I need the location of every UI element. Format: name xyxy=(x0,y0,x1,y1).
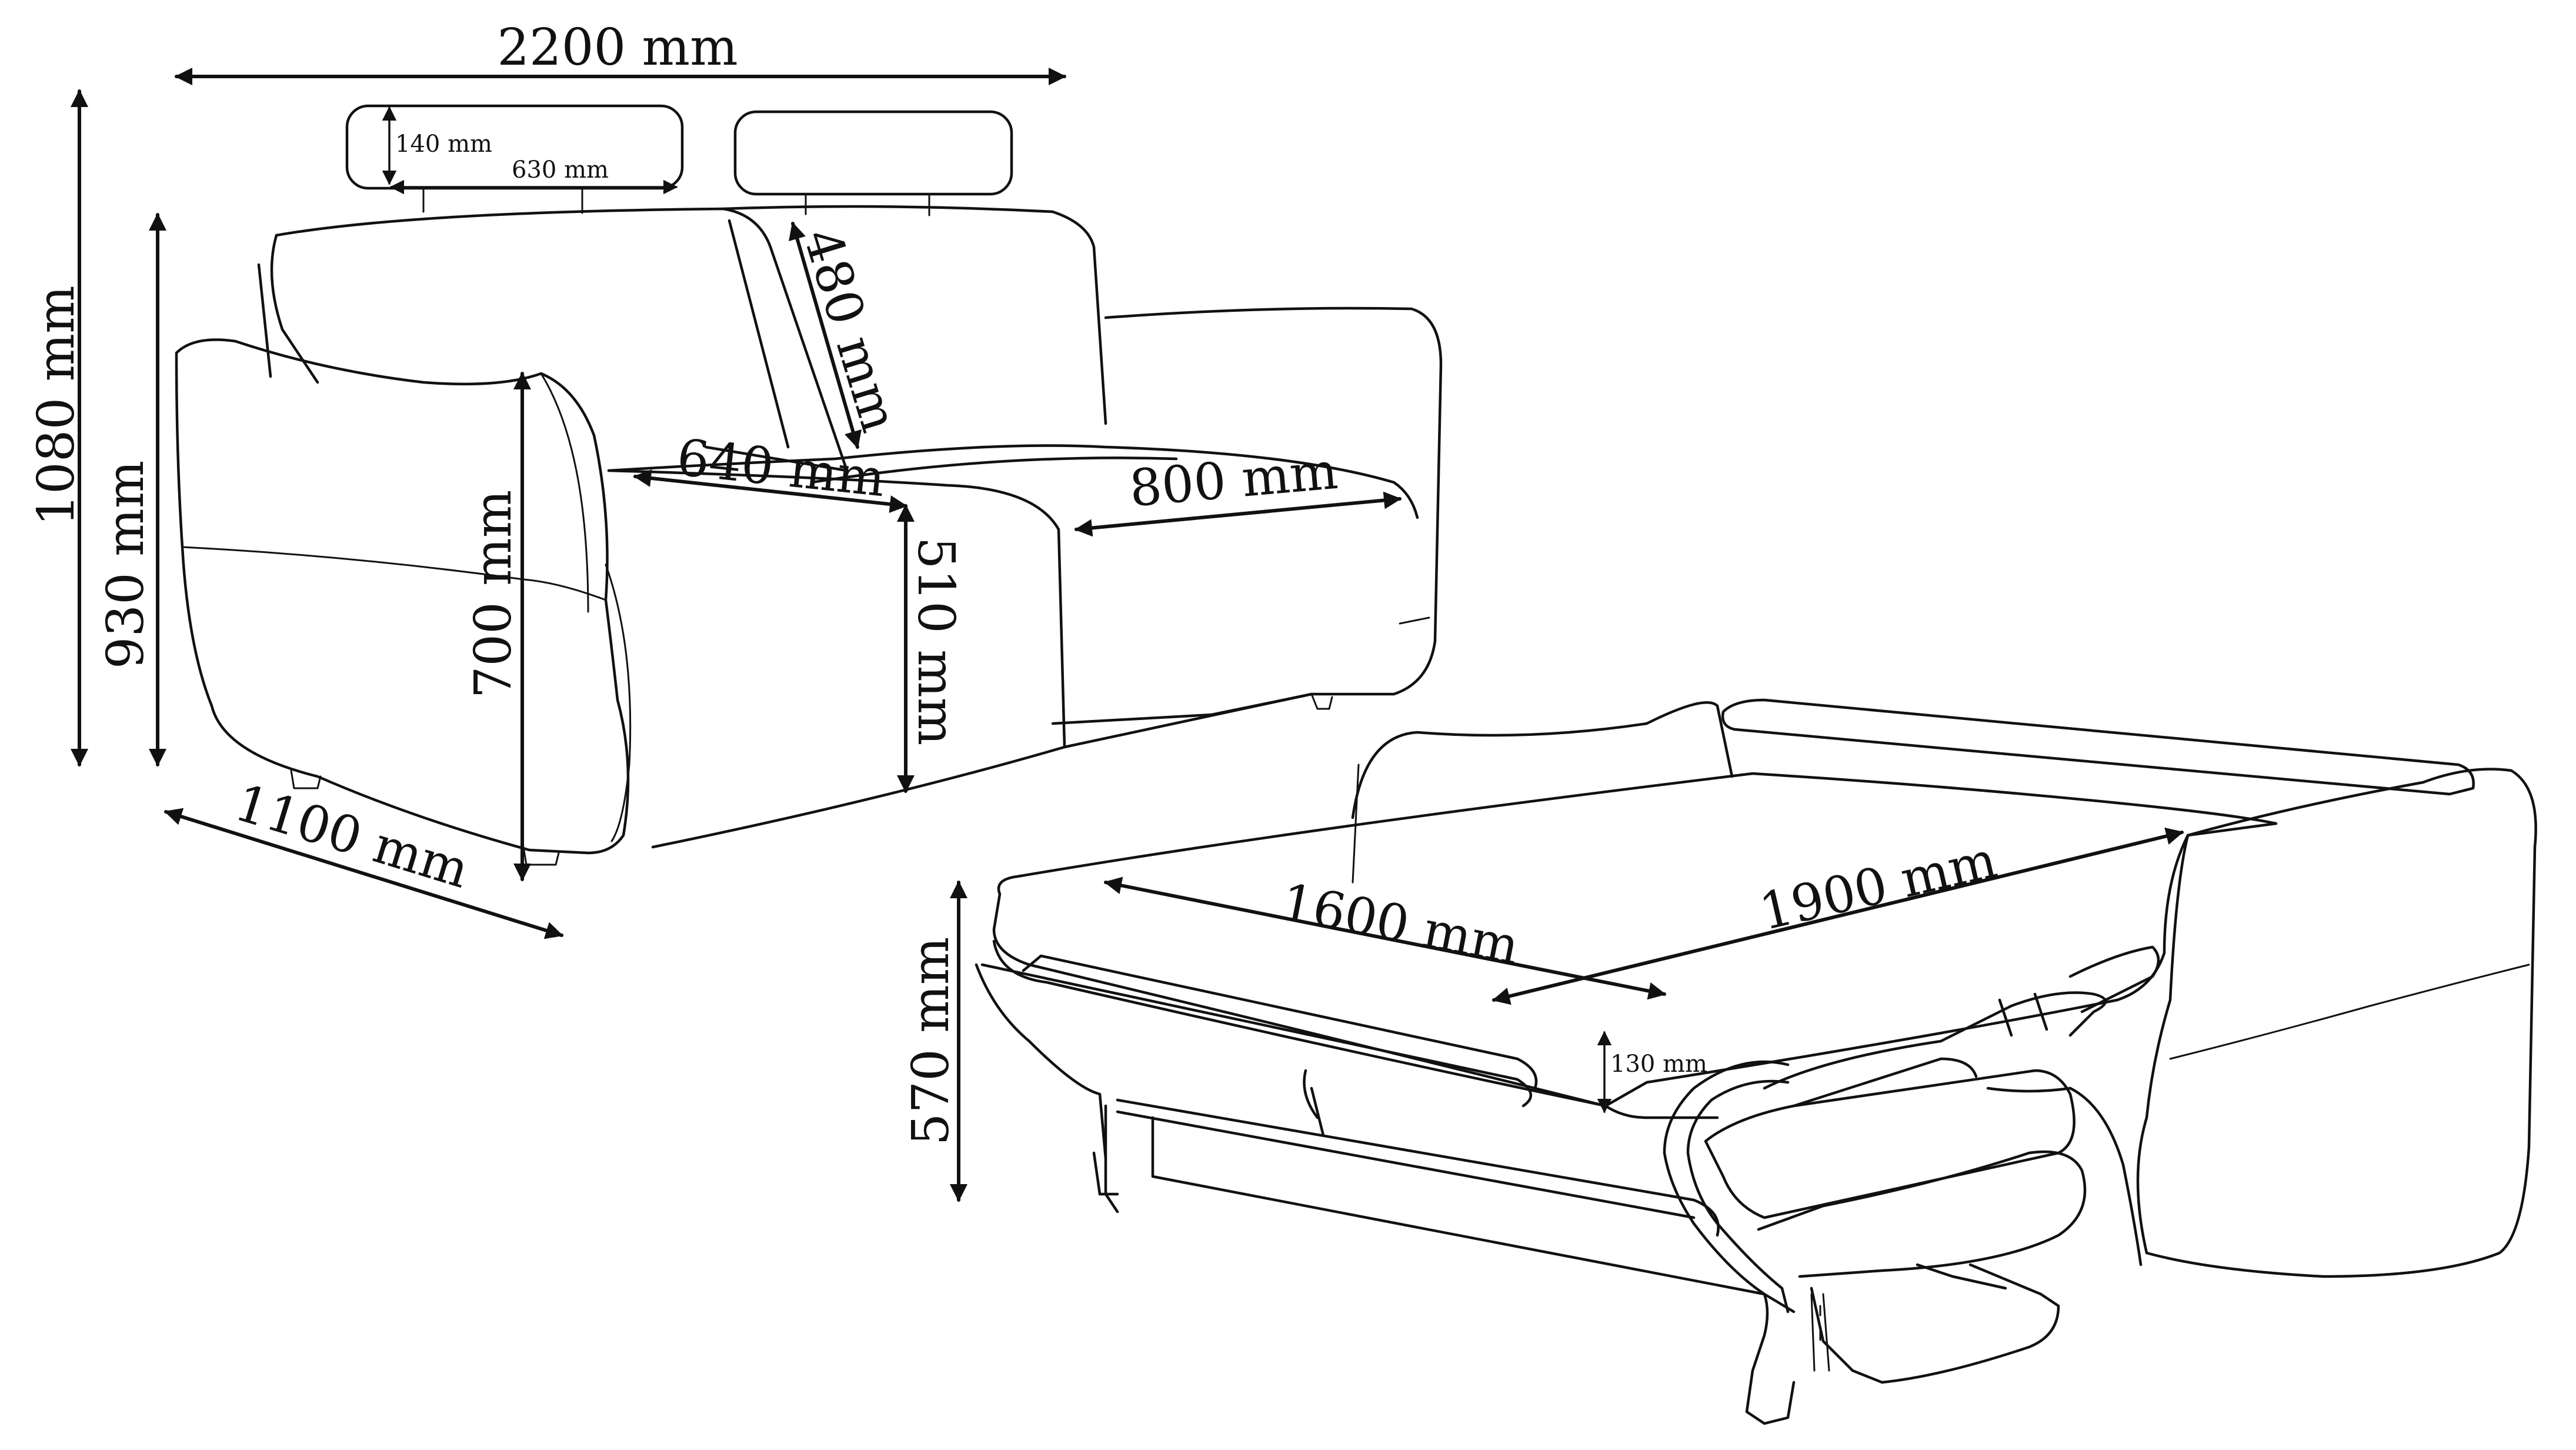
dimension-lines xyxy=(71,68,2184,1202)
dim-line-depth xyxy=(164,808,563,939)
label-headrest-height: 140 mm xyxy=(395,131,492,158)
dim-line-seat-depth xyxy=(633,469,907,513)
label-total-height: 1080 mm xyxy=(27,285,86,526)
seat xyxy=(607,444,1419,849)
dim-line-backrest-height xyxy=(789,222,862,449)
label-bed-length: 1900 mm xyxy=(1754,831,2002,942)
folding-bar xyxy=(1663,1060,1796,1425)
bed-frame xyxy=(975,963,1107,1161)
dimension-labels: 2200 mm 140 mm 630 mm 1080 mm 930 mm 480… xyxy=(27,18,2002,1145)
label-seat-height: 510 mm xyxy=(906,537,965,746)
label-total-width: 2200 mm xyxy=(497,18,738,77)
label-back-height: 930 mm xyxy=(96,461,155,669)
dim-line-seat-width xyxy=(1075,491,1402,537)
headrest-right xyxy=(733,110,1013,196)
label-arm-height: 700 mm xyxy=(464,490,523,699)
label-bed-height: 570 mm xyxy=(902,937,960,1146)
label-mattress-height: 130 mm xyxy=(1610,1051,1707,1078)
bed-arm-right xyxy=(2136,768,2537,1278)
dim-line-bed-length xyxy=(1492,827,2184,1005)
label-headrest-width: 630 mm xyxy=(512,156,609,184)
label-bed-width: 1600 mm xyxy=(1276,872,1524,976)
sofa-bed-illustration xyxy=(975,698,2537,1425)
label-backrest-height: 480 mm xyxy=(792,222,909,438)
arm-right xyxy=(1051,306,1443,725)
